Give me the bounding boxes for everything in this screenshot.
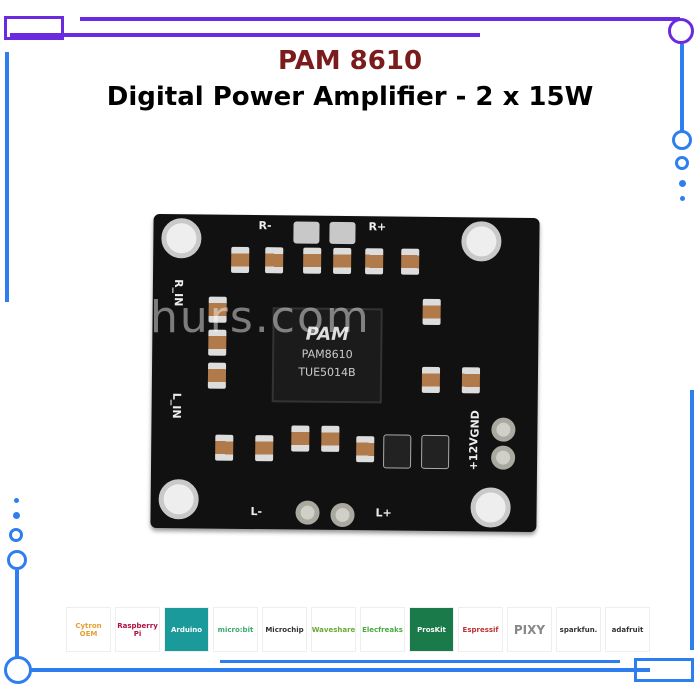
logo-pixy: PIXY [507, 607, 552, 652]
logo-sparkfun: sparkfun. [556, 607, 601, 652]
logo-waveshare: Waveshare [311, 607, 356, 652]
logo-espressif: Espressif [458, 607, 503, 652]
label-l-plus: L+ [375, 506, 392, 520]
amplifier-board-image: PAM PAM8610 TUE5014B R- R+ R_IN L_IN L- … [150, 213, 540, 533]
chip-code: TUE5014B [298, 365, 356, 380]
logo-elecfreaks: Elecfreaks [360, 607, 405, 652]
watermark: hurs.com [150, 292, 371, 343]
label-r-minus: R- [258, 219, 272, 233]
logo-cytron: Cytron OEM [66, 607, 111, 652]
label-r-plus: R+ [368, 220, 387, 234]
label-12v: +12V [467, 437, 481, 471]
product-title: PAM 8610 [277, 46, 423, 76]
chip-name: PAM8610 [301, 347, 353, 362]
logo-arduino: Arduino [164, 607, 209, 652]
label-l-minus: L- [250, 505, 263, 519]
product-subtitle: Digital Power Amplifier - 2 x 15W [106, 82, 594, 112]
logo-microchip: Microchip [262, 607, 307, 652]
brand-logos-row: Cytron OEM Raspberry Pi Arduino micro:bi… [66, 607, 650, 652]
label-gnd: GND [468, 410, 482, 438]
logo-proskit: ProsKit [409, 607, 454, 652]
logo-adafruit: adafruit [605, 607, 650, 652]
logo-raspberry-pi: Raspberry Pi [115, 607, 160, 652]
label-l-in: L_IN [169, 392, 184, 419]
logo-microbit: micro:bit [213, 607, 258, 652]
